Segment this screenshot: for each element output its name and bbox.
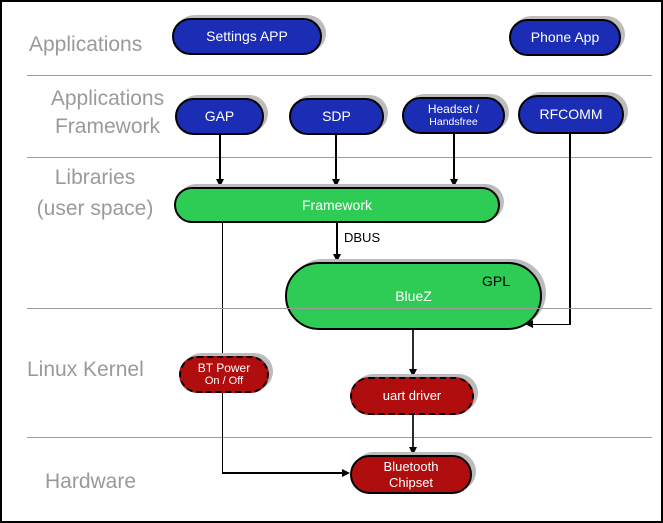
node-bluez: GPL BlueZ xyxy=(285,262,542,330)
node-bluetooth-chipset: Bluetooth Chipset xyxy=(350,455,472,494)
layer-label-applications: Applications xyxy=(29,33,143,56)
layer-label-hardware: Hardware xyxy=(45,470,137,493)
node-bt-power-label-line1: BT Power xyxy=(197,360,251,375)
layer-label-linux-kernel: Linux Kernel xyxy=(27,358,144,381)
node-framework-label: Framework xyxy=(301,196,372,213)
divider-libraries-kernel xyxy=(27,308,652,309)
node-sdp-label: SDP xyxy=(322,108,351,125)
node-bt-power-label-line2: On / Off xyxy=(204,375,244,388)
node-gap-label: GAP xyxy=(204,108,235,125)
node-uart-driver-label: uart driver xyxy=(382,388,442,404)
layer-label-libraries: Libraries (user space) xyxy=(36,166,154,220)
layer-label-applications-framework: Applications Framework xyxy=(50,87,165,138)
node-rfcomm: RFCOMM xyxy=(518,95,624,134)
node-headset-handsfree: Headset / Handsfree xyxy=(402,97,505,134)
node-bluetooth-chipset-label: Bluetooth Chipset xyxy=(383,459,439,490)
node-headset-label-line2: Handsfree xyxy=(429,116,478,129)
node-gap: GAP xyxy=(175,98,264,135)
node-headset-label-line1: Headset / xyxy=(427,102,480,117)
node-sdp: SDP xyxy=(289,98,384,135)
divider-applications xyxy=(27,75,652,76)
node-uart-driver: uart driver xyxy=(350,377,474,415)
divider-applications-framework xyxy=(27,157,652,158)
node-framework: Framework xyxy=(174,187,500,223)
gpl-badge: GPL xyxy=(481,273,510,289)
node-rfcomm-label: RFCOMM xyxy=(539,106,603,123)
node-settings-app-label: Settings APP xyxy=(206,28,288,45)
node-phone-app: Phone App xyxy=(509,19,621,56)
divider-kernel-hardware xyxy=(27,437,652,438)
node-settings-app: Settings APP xyxy=(172,18,322,55)
node-phone-app-label: Phone App xyxy=(530,29,600,46)
node-bluez-label: BlueZ xyxy=(395,287,432,304)
edge-label-dbus: DBUS xyxy=(344,230,381,245)
node-bt-power: BT Power On / Off xyxy=(179,356,269,393)
